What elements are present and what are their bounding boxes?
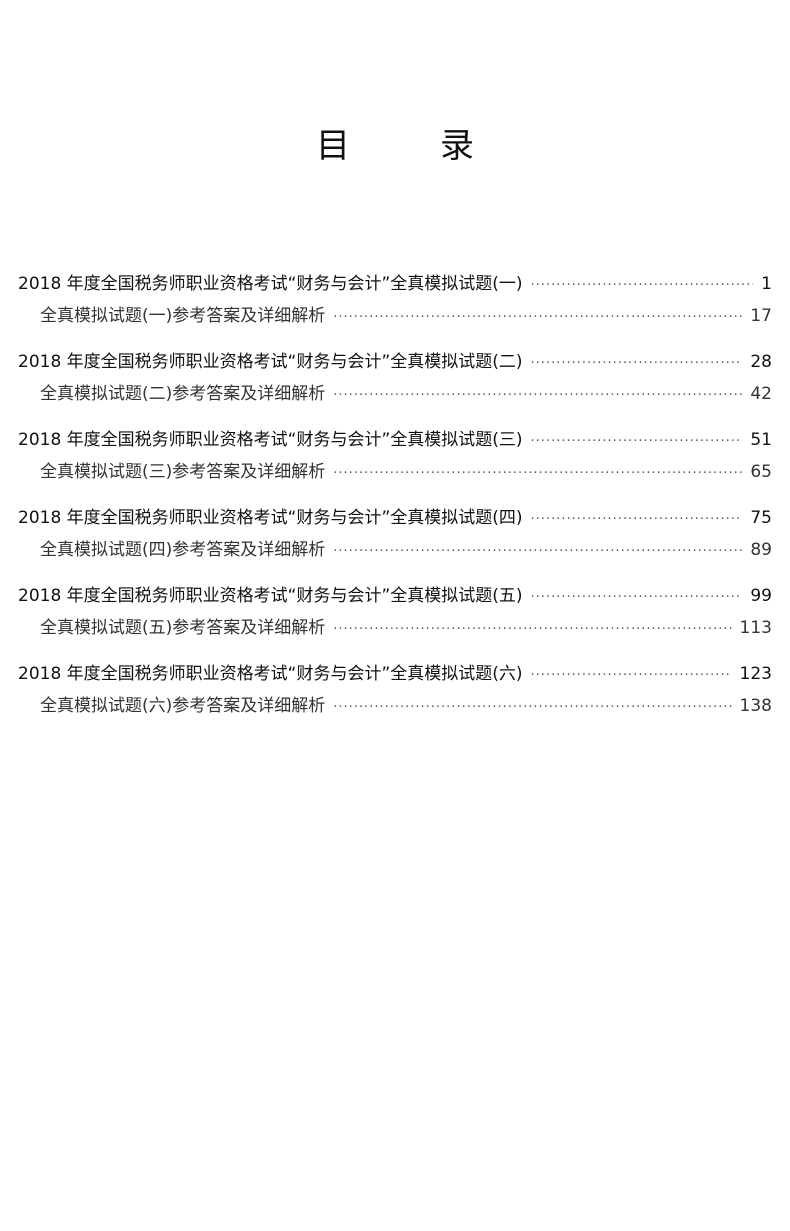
toc-group-3: 2018 年度全国税务师职业资格考试“财务与会计”全真模拟试题(三) 51 全真… xyxy=(18,424,772,488)
toc-entry-exam-5[interactable]: 2018 年度全国税务师职业资格考试“财务与会计”全真模拟试题(五) 99 xyxy=(18,580,772,612)
page-title: 目录 xyxy=(0,118,790,167)
toc-entry-answers-4[interactable]: 全真模拟试题(四)参考答案及详细解析 89 xyxy=(18,534,772,566)
toc-entry-title: 2018 年度全国税务师职业资格考试“财务与会计”全真模拟试题(三) xyxy=(18,430,523,450)
toc-entry-title: 全真模拟试题(一)参考答案及详细解析 xyxy=(40,306,326,326)
dot-leader xyxy=(333,380,742,412)
page-number: 28 xyxy=(750,352,772,372)
toc-entry-answers-5[interactable]: 全真模拟试题(五)参考答案及详细解析 113 xyxy=(18,612,772,644)
toc-entry-answers-6[interactable]: 全真模拟试题(六)参考答案及详细解析 138 xyxy=(18,690,772,722)
dot-leader xyxy=(531,660,732,692)
toc-entry-answers-2[interactable]: 全真模拟试题(二)参考答案及详细解析 42 xyxy=(18,378,772,410)
dot-leader xyxy=(333,536,742,568)
page-number: 17 xyxy=(750,306,772,326)
toc-entry-exam-1[interactable]: 2018 年度全国税务师职业资格考试“财务与会计”全真模拟试题(一) 1 xyxy=(18,268,772,300)
toc-entry-answers-3[interactable]: 全真模拟试题(三)参考答案及详细解析 65 xyxy=(18,456,772,488)
toc-entry-title: 2018 年度全国税务师职业资格考试“财务与会计”全真模拟试题(二) xyxy=(18,352,523,372)
toc-entry-title: 2018 年度全国税务师职业资格考试“财务与会计”全真模拟试题(六) xyxy=(18,664,523,684)
dot-leader xyxy=(531,426,743,458)
page-number: 1 xyxy=(761,274,772,294)
page-number: 42 xyxy=(750,384,772,404)
dot-leader xyxy=(531,348,743,380)
toc-entry-title: 2018 年度全国税务师职业资格考试“财务与会计”全真模拟试题(五) xyxy=(18,586,523,606)
toc-group-4: 2018 年度全国税务师职业资格考试“财务与会计”全真模拟试题(四) 75 全真… xyxy=(18,502,772,566)
title-char-2: 录 xyxy=(440,126,474,166)
toc-entry-title: 全真模拟试题(五)参考答案及详细解析 xyxy=(40,618,326,638)
toc-group-5: 2018 年度全国税务师职业资格考试“财务与会计”全真模拟试题(五) 99 全真… xyxy=(18,580,772,644)
page-number: 99 xyxy=(750,586,772,606)
toc-entry-exam-3[interactable]: 2018 年度全国税务师职业资格考试“财务与会计”全真模拟试题(三) 51 xyxy=(18,424,772,456)
page-number: 75 xyxy=(750,508,772,528)
page-number: 123 xyxy=(739,664,772,684)
page-number: 113 xyxy=(739,618,772,638)
dot-leader xyxy=(531,582,743,614)
page-number: 51 xyxy=(750,430,772,450)
table-of-contents: 2018 年度全国税务师职业资格考试“财务与会计”全真模拟试题(一) 1 全真模… xyxy=(18,268,772,736)
toc-entry-answers-1[interactable]: 全真模拟试题(一)参考答案及详细解析 17 xyxy=(18,300,772,332)
toc-entry-title: 全真模拟试题(四)参考答案及详细解析 xyxy=(40,540,326,560)
dot-leader xyxy=(531,270,754,302)
dot-leader xyxy=(333,692,731,724)
toc-group-6: 2018 年度全国税务师职业资格考试“财务与会计”全真模拟试题(六) 123 全… xyxy=(18,658,772,722)
title-char-1: 目 xyxy=(316,126,350,166)
dot-leader xyxy=(333,302,742,334)
toc-entry-title: 2018 年度全国税务师职业资格考试“财务与会计”全真模拟试题(一) xyxy=(18,274,523,294)
toc-entry-exam-4[interactable]: 2018 年度全国税务师职业资格考试“财务与会计”全真模拟试题(四) 75 xyxy=(18,502,772,534)
toc-entry-title: 2018 年度全国税务师职业资格考试“财务与会计”全真模拟试题(四) xyxy=(18,508,523,528)
page-number: 138 xyxy=(739,696,772,716)
page-number: 89 xyxy=(750,540,772,560)
page-number: 65 xyxy=(750,462,772,482)
toc-entry-title: 全真模拟试题(三)参考答案及详细解析 xyxy=(40,462,326,482)
toc-entry-title: 全真模拟试题(六)参考答案及详细解析 xyxy=(40,696,326,716)
toc-group-1: 2018 年度全国税务师职业资格考试“财务与会计”全真模拟试题(一) 1 全真模… xyxy=(18,268,772,332)
dot-leader xyxy=(531,504,743,536)
toc-group-2: 2018 年度全国税务师职业资格考试“财务与会计”全真模拟试题(二) 28 全真… xyxy=(18,346,772,410)
toc-entry-exam-6[interactable]: 2018 年度全国税务师职业资格考试“财务与会计”全真模拟试题(六) 123 xyxy=(18,658,772,690)
dot-leader xyxy=(333,458,742,490)
toc-entry-exam-2[interactable]: 2018 年度全国税务师职业资格考试“财务与会计”全真模拟试题(二) 28 xyxy=(18,346,772,378)
dot-leader xyxy=(333,614,731,646)
toc-entry-title: 全真模拟试题(二)参考答案及详细解析 xyxy=(40,384,326,404)
